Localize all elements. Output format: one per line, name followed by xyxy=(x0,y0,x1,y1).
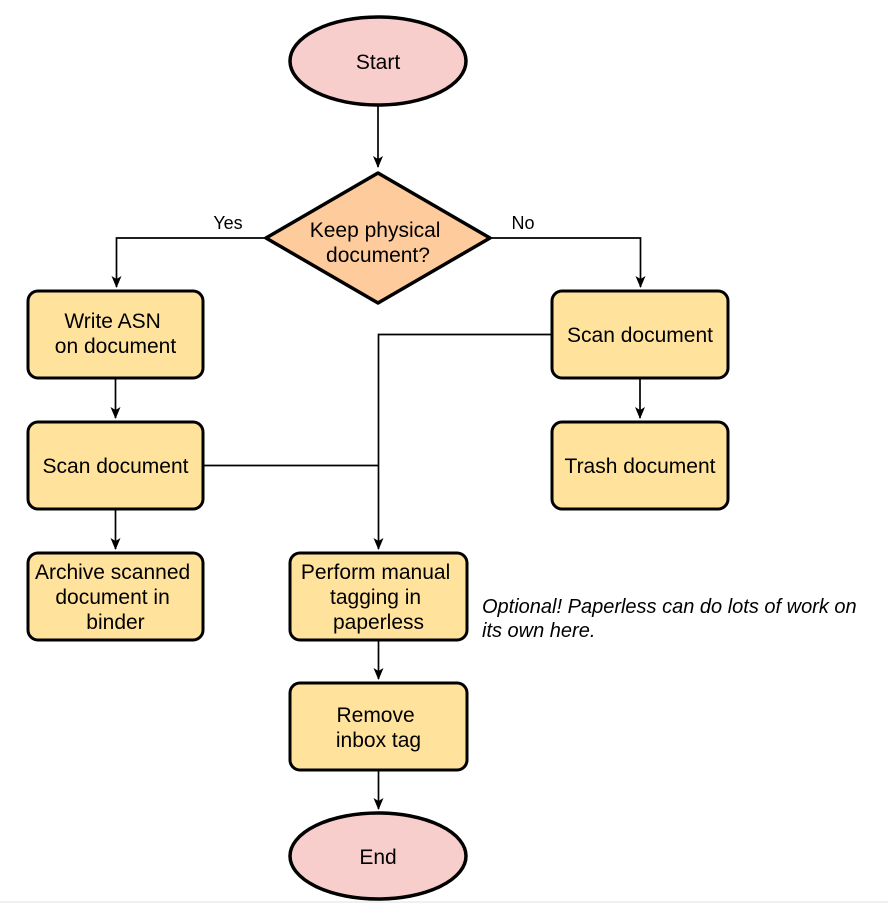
node-start: Start xyxy=(288,15,468,107)
node-archive: Archive scanned document in binder xyxy=(26,551,205,642)
node-decision-label: Keep physical document? xyxy=(310,219,447,267)
node-start-label: Start xyxy=(356,51,401,74)
node-write-asn-label-line1: Write ASN xyxy=(64,310,160,333)
node-write-asn: Write ASN on document xyxy=(26,289,205,380)
node-archive-label-line1: Archive scanned xyxy=(35,561,190,584)
node-decision-shape xyxy=(264,171,492,305)
node-remove-inbox-label-line2: inbox tag xyxy=(336,729,421,752)
node-tagging-label-line3: paperless xyxy=(333,611,424,634)
edge-label-no: No xyxy=(511,213,534,233)
node-remove-inbox-label-line1: Remove xyxy=(336,704,414,727)
node-scan-right-shape xyxy=(550,289,730,380)
node-scan-right: Scan document xyxy=(550,289,730,380)
node-archive-label-line2: document in xyxy=(55,586,169,609)
node-write-asn-shape xyxy=(26,289,205,380)
node-end-shape xyxy=(288,811,468,901)
node-write-asn-label: Write ASN on document xyxy=(55,310,177,358)
node-write-asn-label-line2: on document xyxy=(55,335,177,358)
node-tagging-label-line2: tagging in xyxy=(330,586,421,609)
node-archive-label-line3: binder xyxy=(86,611,144,634)
node-decision: Keep physical document? xyxy=(264,171,492,305)
node-tagging: Perform manual tagging in paperless xyxy=(288,551,469,642)
node-archive-shape xyxy=(26,551,205,642)
annotation-note: Optional! Paperless can do lots of work … xyxy=(482,596,862,642)
node-decision-label-line1: Keep physical xyxy=(310,219,441,242)
node-trash-shape xyxy=(550,420,730,511)
node-remove-inbox: Remove inbox tag xyxy=(288,681,469,772)
node-tagging-label: Perform manual tagging in paperless xyxy=(301,561,456,634)
node-scan-left-shape xyxy=(26,420,205,511)
node-end-label: End xyxy=(359,846,396,869)
edge-scan-right-to-tagging xyxy=(373,333,552,550)
node-scan-left-label: Scan document xyxy=(43,455,189,478)
edge-decision-to-write-asn-yes xyxy=(111,237,266,288)
node-tagging-label-line1: Perform manual xyxy=(301,561,450,584)
edge-label-yes: Yes xyxy=(213,213,242,233)
node-scan-left: Scan document xyxy=(26,420,205,511)
node-start-shape xyxy=(288,15,468,107)
annotation-note-line2: its own here. xyxy=(482,620,595,642)
node-trash: Trash document xyxy=(550,420,730,511)
node-trash-label: Trash document xyxy=(565,455,716,478)
node-remove-inbox-shape xyxy=(288,681,469,772)
node-scan-right-label: Scan document xyxy=(567,324,713,347)
annotation-note-line1: Optional! Paperless can do lots of work … xyxy=(482,596,857,618)
node-decision-label-line2: document? xyxy=(326,244,430,267)
edge-decision-to-scan-right-no xyxy=(489,237,646,288)
node-end: End xyxy=(288,811,468,901)
node-remove-inbox-label: Remove inbox tag xyxy=(336,704,421,752)
node-tagging-shape xyxy=(288,551,469,642)
node-archive-label: Archive scanned document in binder xyxy=(35,561,196,634)
